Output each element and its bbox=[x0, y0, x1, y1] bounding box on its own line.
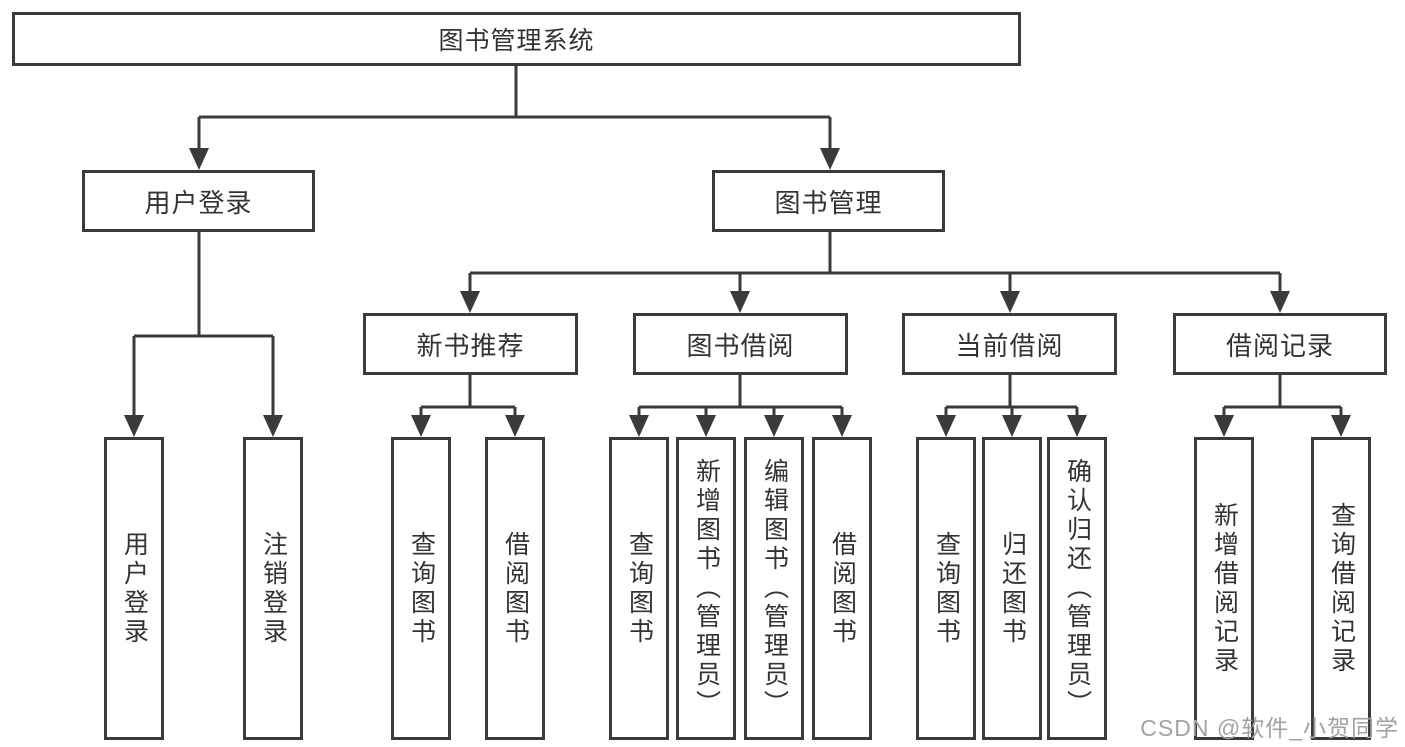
node-label: 查询图书 bbox=[407, 530, 436, 647]
leaf-confirm-return-admin: 确认归还（管理员） bbox=[1047, 437, 1107, 740]
leaf-query-books-borrow: 查询图书 bbox=[609, 437, 669, 740]
leaf-query-borrow-record: 查询借阅记录 bbox=[1311, 437, 1371, 740]
leaf-logout: 注销登录 bbox=[243, 437, 303, 740]
node-label: 编辑图书（管理员） bbox=[760, 458, 789, 719]
node-label: 新增借阅记录 bbox=[1210, 501, 1239, 676]
leaf-add-borrow-record: 新增借阅记录 bbox=[1194, 437, 1254, 740]
node-label: 新书推荐 bbox=[416, 330, 525, 361]
node-label: 查询借阅记录 bbox=[1327, 501, 1356, 676]
node-book-management: 图书管理 bbox=[712, 170, 945, 232]
leaf-borrow-books-recommend: 借阅图书 bbox=[485, 437, 545, 740]
node-label: 新增图书（管理员） bbox=[692, 458, 721, 719]
node-label: 当前借阅 bbox=[955, 330, 1064, 361]
leaf-query-books-recommend: 查询图书 bbox=[391, 437, 451, 740]
leaf-borrow-books: 借阅图书 bbox=[812, 437, 872, 740]
node-label: 注销登录 bbox=[259, 530, 288, 647]
node-label: 借阅记录 bbox=[1225, 330, 1334, 361]
node-label: 用户登录 bbox=[120, 530, 149, 647]
leaf-add-books-admin: 新增图书（管理员） bbox=[676, 437, 736, 740]
node-library-management-system: 图书管理系统 bbox=[12, 12, 1021, 66]
node-label: 归还图书 bbox=[998, 530, 1027, 647]
node-borrowing-records: 借阅记录 bbox=[1173, 313, 1387, 375]
node-label: 确认归还（管理员） bbox=[1063, 458, 1092, 719]
leaf-user-login: 用户登录 bbox=[104, 437, 164, 740]
node-new-book-recommendation: 新书推荐 bbox=[363, 313, 578, 375]
node-label: 借阅图书 bbox=[828, 530, 857, 647]
node-label: 图书借阅 bbox=[686, 330, 795, 361]
node-label: 用户登录 bbox=[144, 187, 253, 218]
leaf-return-books: 归还图书 bbox=[982, 437, 1042, 740]
node-label: 图书管理 bbox=[774, 187, 883, 218]
watermark-text: CSDN @软件_小贺同学 bbox=[1140, 715, 1399, 741]
node-user-login: 用户登录 bbox=[82, 170, 315, 232]
node-label: 查询图书 bbox=[625, 530, 654, 647]
node-current-borrowing: 当前借阅 bbox=[902, 313, 1117, 375]
node-label: 图书管理系统 bbox=[438, 27, 595, 55]
node-book-borrowing: 图书借阅 bbox=[633, 313, 848, 375]
node-label: 查询图书 bbox=[932, 530, 961, 647]
leaf-query-books-current: 查询图书 bbox=[916, 437, 976, 740]
node-label: 借阅图书 bbox=[501, 530, 530, 647]
leaf-edit-books-admin: 编辑图书（管理员） bbox=[744, 437, 804, 740]
